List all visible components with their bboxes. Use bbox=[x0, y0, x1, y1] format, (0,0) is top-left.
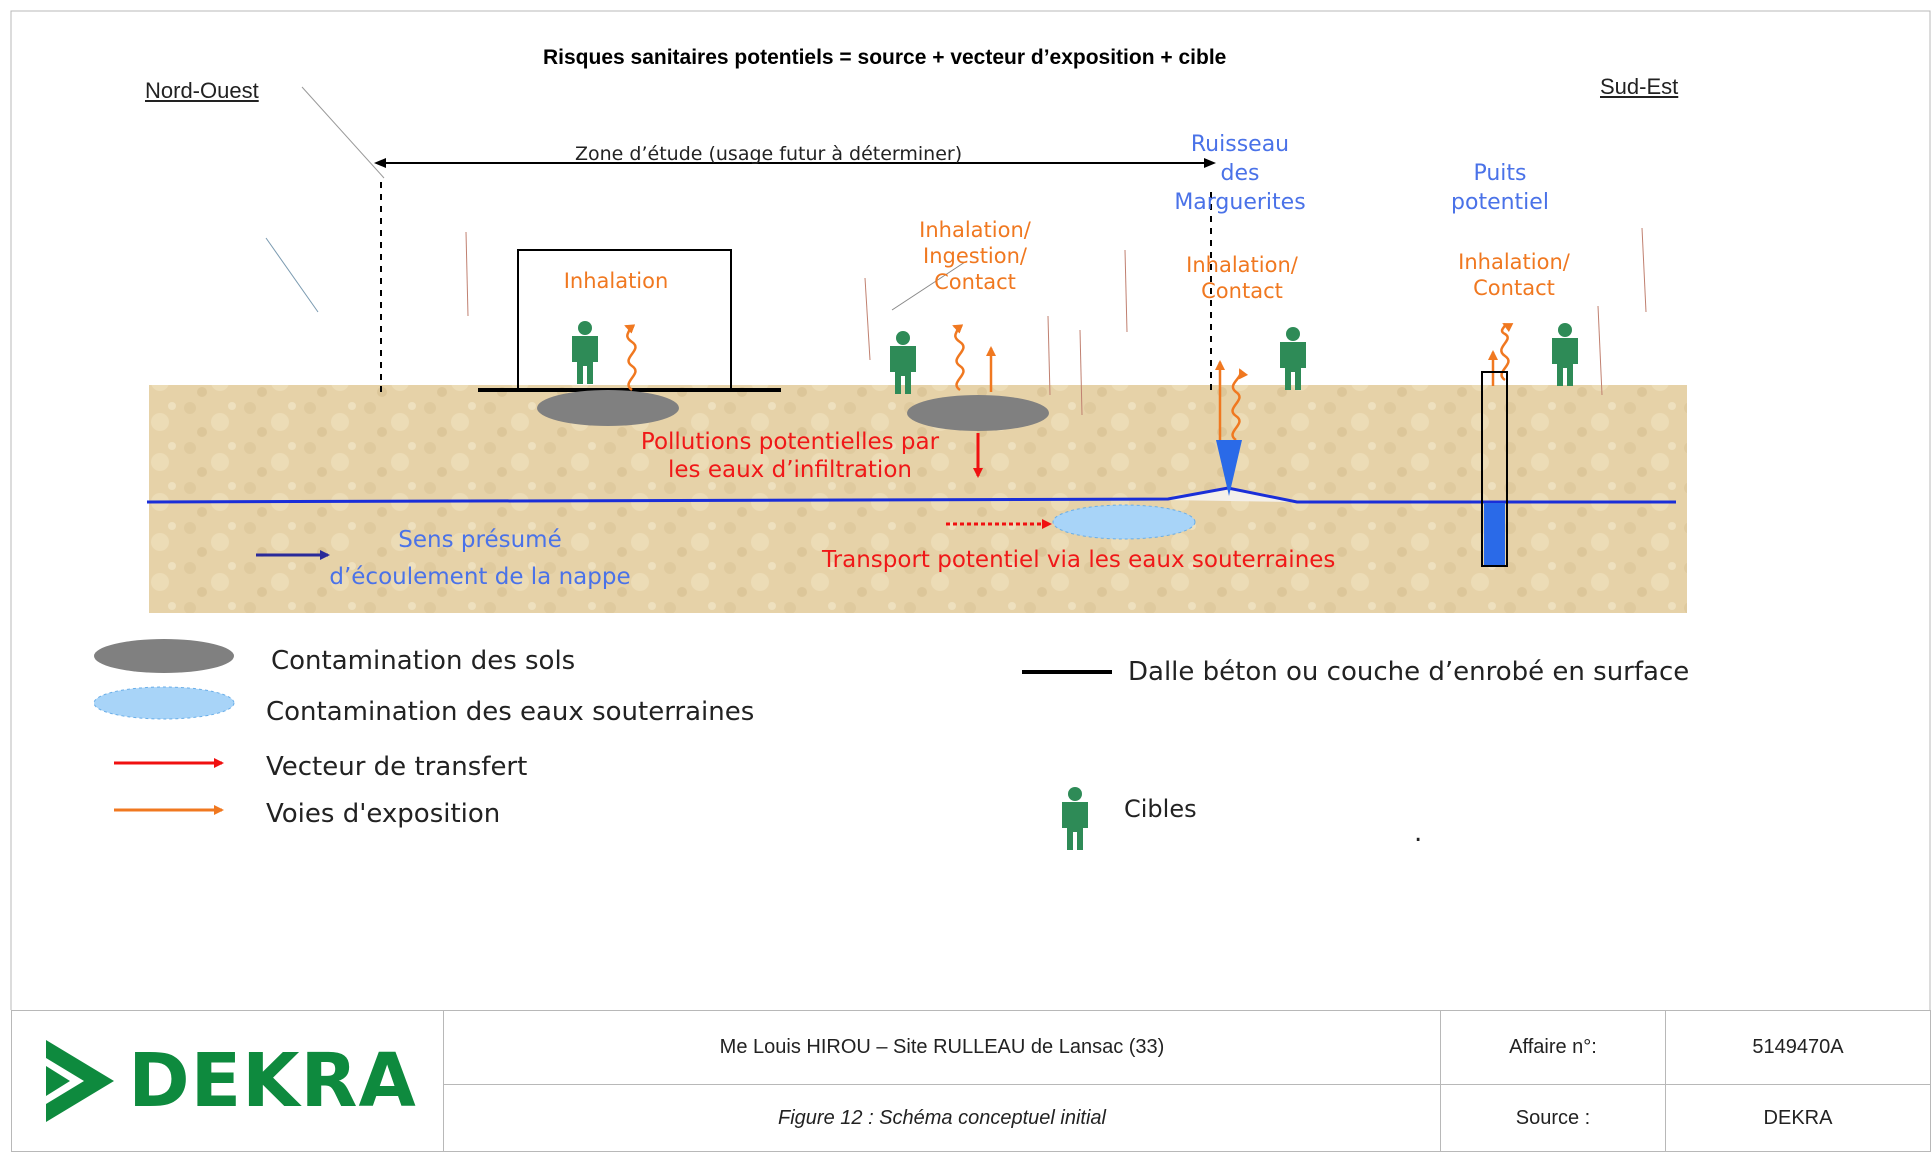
figure-caption-cell: Figure 12 : Schéma conceptuel initial bbox=[443, 1084, 1441, 1152]
nord-ouest-label: Nord-Ouest bbox=[145, 78, 259, 103]
well-casing bbox=[1481, 371, 1508, 567]
target-person-well bbox=[1552, 323, 1578, 386]
exposure-well-line-2: Contact bbox=[1473, 276, 1555, 300]
exposure-building-line-1: Inhalation bbox=[563, 269, 669, 293]
flow-direction-label: Sens présumé d’écoulement de la nappe bbox=[320, 522, 640, 596]
exposure-arrows bbox=[624, 322, 1514, 442]
source-label-cell: Source : bbox=[1440, 1084, 1666, 1152]
flow-direction-line-2: d’écoulement de la nappe bbox=[329, 564, 631, 590]
stream-label-line-3: Marguerites bbox=[1174, 190, 1306, 215]
target-person-building bbox=[572, 321, 598, 384]
stream-label-line-2: des bbox=[1220, 161, 1260, 186]
well-water bbox=[1484, 503, 1505, 565]
legend-soil-label: Contamination des sols bbox=[271, 646, 576, 676]
study-zone-label: Zone d’étude (usage futur à déterminer) bbox=[575, 143, 963, 165]
soil-contamination-open bbox=[907, 395, 1049, 431]
dekra-logo-text: DEKRA bbox=[128, 1038, 417, 1124]
target-person-stream bbox=[1280, 327, 1306, 390]
stream-label: Ruisseau des Marguerites bbox=[1168, 130, 1312, 217]
title-block-table: DEKRA Me Louis HIROU – Site RULLEAU de L… bbox=[11, 1010, 1931, 1152]
logo-cell: DEKRA bbox=[11, 1010, 444, 1152]
diagram-title: Risques sanitaires potentiels = source +… bbox=[543, 46, 1227, 69]
groundwater-transport-label: Transport potentiel via les eaux souterr… bbox=[822, 547, 1336, 573]
affaire-label-cell: Affaire n°: bbox=[1440, 1010, 1666, 1085]
stream-water bbox=[1165, 488, 1292, 502]
legend-targets-label: Cibles bbox=[1124, 795, 1197, 823]
exposure-label-building: Inhalation bbox=[546, 268, 686, 294]
legend-exposure-label: Voies d'exposition bbox=[266, 799, 501, 829]
exposure-stream-line-1: Inhalation/ bbox=[1186, 253, 1298, 277]
well-label-line-1: Puits bbox=[1473, 161, 1527, 186]
exposure-label-well: Inhalation/ Contact bbox=[1444, 249, 1584, 301]
legend-groundwater-label: Contamination des eaux souterraines bbox=[266, 697, 755, 727]
exposure-stream-line-2: Contact bbox=[1201, 279, 1283, 303]
exposure-open-line-3: Contact bbox=[934, 270, 1016, 294]
exposure-well-line-1: Inhalation/ bbox=[1458, 250, 1570, 274]
exposure-label-stream: Inhalation/ Contact bbox=[1172, 252, 1312, 304]
dekra-logo: DEKRA bbox=[13, 1036, 442, 1126]
legend-soil-symbol bbox=[94, 639, 234, 673]
legend-transfer-label: Vecteur de transfert bbox=[266, 752, 528, 782]
exposure-label-open-soil: Inhalation/ Ingestion/ Contact bbox=[900, 217, 1050, 295]
title-block: DEKRA Me Louis HIROU – Site RULLEAU de L… bbox=[11, 1010, 1931, 1152]
conceptual-diagram bbox=[10, 10, 1931, 1010]
infiltration-label-line-2: les eaux d’infiltration bbox=[668, 457, 912, 483]
dekra-arrow-icon bbox=[46, 1040, 115, 1122]
legend-dot: . bbox=[1414, 818, 1423, 848]
exposure-open-line-1: Inhalation/ bbox=[919, 218, 1031, 242]
sud-est-label: Sud-Est bbox=[1600, 74, 1679, 99]
decorative-line bbox=[265, 237, 319, 313]
source-value-cell: DEKRA bbox=[1665, 1084, 1931, 1152]
legend-slab-label: Dalle béton ou couche d’enrobé en surfac… bbox=[1128, 657, 1690, 687]
project-cell: Me Louis HIROU – Site RULLEAU de Lansac … bbox=[443, 1010, 1441, 1085]
exposure-open-line-2: Ingestion/ bbox=[923, 244, 1027, 268]
infiltration-label: Pollutions potentielles par les eaux d’i… bbox=[640, 428, 940, 484]
groundwater-contamination bbox=[1052, 504, 1196, 540]
legend-groundwater-symbol bbox=[93, 686, 235, 720]
well-label-line-2: potentiel bbox=[1451, 190, 1549, 215]
stream-infiltration-cone bbox=[1216, 440, 1242, 496]
nord-ouest-leader-line bbox=[301, 86, 385, 179]
affaire-value-cell: 5149470A bbox=[1665, 1010, 1931, 1085]
rain-lines bbox=[465, 227, 1647, 416]
label-leader-line bbox=[891, 261, 966, 311]
flow-direction-line-1: Sens présumé bbox=[398, 527, 562, 553]
well-label: Puits potentiel bbox=[1430, 159, 1570, 217]
stream-label-line-1: Ruisseau bbox=[1190, 132, 1290, 157]
page-frame bbox=[10, 10, 1931, 1010]
legend-target-icon bbox=[1062, 787, 1088, 850]
infiltration-label-line-1: Pollutions potentielles par bbox=[640, 429, 940, 455]
target-person-open-soil bbox=[890, 331, 916, 394]
soil-contamination-building bbox=[537, 390, 679, 426]
